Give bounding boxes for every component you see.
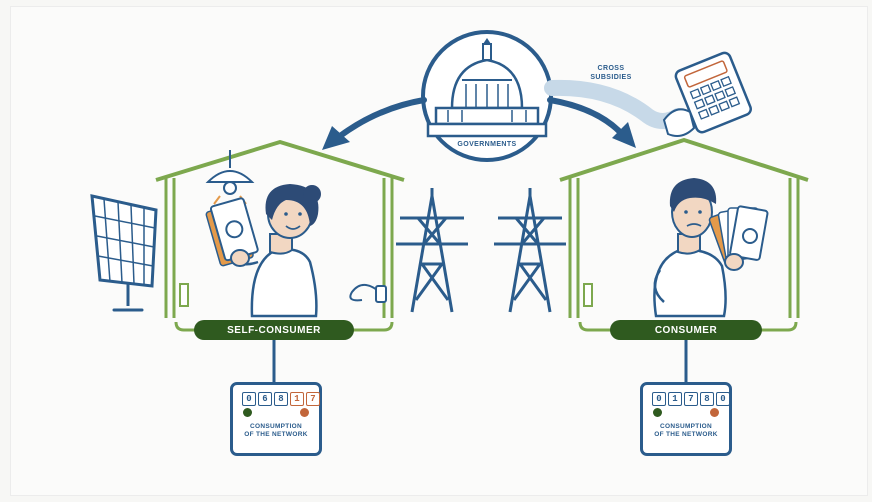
meter-digit: 7 [684,392,698,406]
meter-red-light-icon [300,408,309,417]
governments-label: GOVERNMENTS [457,141,517,148]
consumer-house [559,138,809,332]
cross-subsidies-label: CROSS SUBSIDIES [576,64,646,82]
lamp-icon [205,150,255,205]
meter-digit: 0 [716,392,730,406]
meter-digit: 8 [274,392,288,406]
power-tower-left-icon [396,188,468,313]
cross-subsidies-line1: CROSS [597,65,625,72]
meter-green-light-icon [243,408,252,417]
arrow-to-consumer [547,97,636,148]
meter-digit: 0 [652,392,666,406]
meter-green-light-icon [653,408,662,417]
power-tower-right-icon [494,188,566,313]
meter-red-light-icon [710,408,719,417]
meter-digit: 1 [290,392,304,406]
arrow-to-self-consumer [322,97,427,150]
meter-caption-line2: OF THE NETWORK [244,431,308,438]
meter-digits: 0 6 8 1 7 [242,392,320,406]
self-consumer-label: SELF-CONSUMER [194,320,354,340]
woman-figure [205,184,321,318]
solar-panel-icon [90,194,158,312]
man-figure [653,178,769,318]
cross-subsidies-line2: SUBSIDIES [590,74,632,81]
meter-caption-line1: CONSUMPTION [249,423,303,430]
self-consumer-meter: 0 6 8 1 7 CONSUMPTION OF THE NETWORK [230,382,322,456]
meter-digit: 8 [700,392,714,406]
consumer-meter: 0 1 7 8 0 CONSUMPTION OF THE NETWORK [640,382,732,456]
meter-caption: CONSUMPTION OF THE NETWORK [233,423,319,439]
meter-caption: CONSUMPTION OF THE NETWORK [643,423,729,439]
meter-caption-line1: CONSUMPTION [659,423,713,430]
meter-digit: 6 [258,392,272,406]
meter-digit: 1 [668,392,682,406]
meter-caption-line2: OF THE NETWORK [654,431,718,438]
power-plug-icon [349,284,387,303]
consumer-label: CONSUMER [610,320,762,340]
meter-digits: 0 1 7 8 0 [652,392,730,406]
government-building-icon [421,30,553,162]
calculator-icon [674,51,752,134]
meter-digit: 7 [306,392,320,406]
meter-digit: 0 [242,392,256,406]
hand-icon [662,108,696,137]
